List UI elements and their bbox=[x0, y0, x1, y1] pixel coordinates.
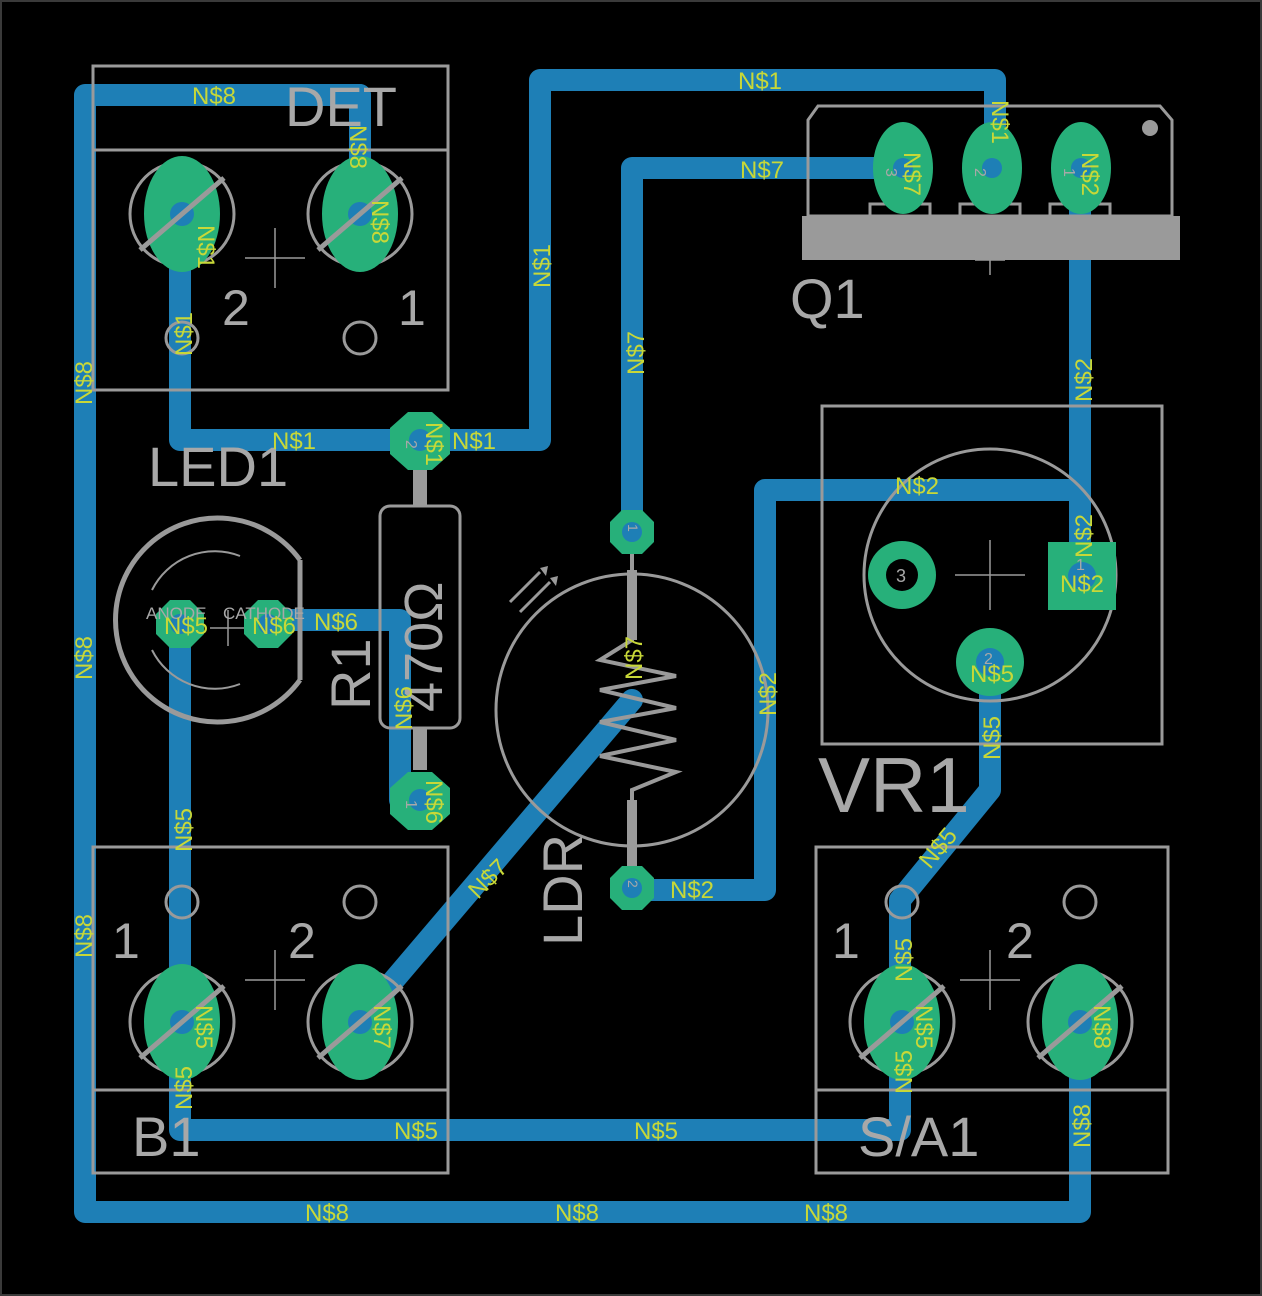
sa1-label: S/A1 bbox=[858, 1105, 979, 1168]
net-label-n2-vr1-right: N$2 bbox=[1071, 514, 1098, 558]
net-label-n1-top: N$1 bbox=[738, 68, 782, 95]
net-label-n7-vertical: N$7 bbox=[623, 331, 650, 375]
net-label-n8-bottom-1: N$8 bbox=[305, 1200, 349, 1227]
led1-cathode-net: N$6 bbox=[252, 613, 296, 640]
r1-pad1-net: N$6 bbox=[420, 780, 447, 824]
net-label-n2-q1: N$2 bbox=[1071, 358, 1098, 402]
net-label-n7-top: N$7 bbox=[740, 157, 784, 184]
vr1-pad2-net: N$5 bbox=[970, 661, 1014, 688]
vr1-pin2-label: 2 bbox=[984, 651, 993, 668]
q1-pin2-label: 2 bbox=[971, 168, 988, 177]
net-label-n2-vr1-top: N$2 bbox=[895, 473, 939, 500]
q1-pin1-label: 1 bbox=[1060, 168, 1077, 177]
net-label-n8-det: N$8 bbox=[344, 125, 371, 169]
b1-pad1-net: N$5 bbox=[190, 1005, 217, 1049]
net-label-n6-horizontal: N$6 bbox=[314, 609, 358, 636]
r1-pin1-label: 1 bbox=[402, 800, 419, 809]
net-label-n5-left: N$5 bbox=[171, 808, 198, 852]
led1-label: LED1 bbox=[148, 435, 288, 498]
component-b1: 1 2 B1 N$5 N$7 bbox=[91, 845, 450, 1175]
sa1-pin2-label: 2 bbox=[1006, 913, 1034, 969]
b1-label: B1 bbox=[132, 1105, 201, 1168]
vr1-pad1-net: N$2 bbox=[1060, 571, 1104, 598]
vr1-label: VR1 bbox=[818, 741, 970, 829]
net-label-n2-bottom: N$2 bbox=[670, 877, 714, 904]
net-labels: N$8 N$8 N$8 N$8 N$8 N$8 N$8 N$8 N$8 N$1 … bbox=[71, 68, 1098, 1227]
ldr-pin1-label: 1 bbox=[625, 524, 641, 532]
r1-value: 470Ω bbox=[394, 582, 454, 712]
b1-pin1-label: 1 bbox=[112, 913, 140, 969]
led1-anode-net: N$5 bbox=[164, 613, 208, 640]
q1-label: Q1 bbox=[790, 267, 865, 330]
q1-pin3-label: 3 bbox=[882, 168, 899, 177]
ldr-pin2-label: 2 bbox=[625, 880, 641, 888]
r1-pin2-label: 2 bbox=[402, 440, 419, 449]
det-pin1-label: 1 bbox=[398, 280, 426, 336]
vr1-pin1-label: 1 bbox=[1076, 557, 1085, 574]
net-label-n6-vertical: N$6 bbox=[391, 686, 418, 730]
vr1-pin3-label: 3 bbox=[896, 566, 906, 586]
net-label-n8-left-3: N$8 bbox=[71, 914, 98, 958]
net-label-n1-vertical: N$1 bbox=[529, 244, 556, 288]
net-label-n8-left-1: N$8 bbox=[71, 361, 98, 405]
net-label-n5-sa1-2: N$5 bbox=[891, 1050, 918, 1094]
net-label-n8-bottom-3: N$8 bbox=[804, 1200, 848, 1227]
trace-n7 bbox=[621, 157, 901, 541]
component-q1: Q1 3 2 1 N$7 N$1 N$2 bbox=[790, 100, 1180, 330]
component-ldr: LDR 1 2 bbox=[494, 510, 770, 946]
ldr-label: LDR bbox=[531, 834, 594, 946]
b1-pad2-net: N$7 bbox=[368, 1005, 395, 1049]
net-label-n2-vertical: N$2 bbox=[755, 672, 782, 716]
led1-anode-label: ANODE bbox=[146, 604, 206, 623]
net-label-n7-ldr: N$7 bbox=[621, 636, 648, 680]
led1-cathode-label: CATHODE bbox=[223, 604, 305, 623]
net-label-n8-left-2: N$8 bbox=[71, 636, 98, 680]
q1-pad1-net: N$2 bbox=[1076, 152, 1103, 196]
q1-pad3-net: N$7 bbox=[898, 152, 925, 196]
net-label-n1-bottom-2: N$1 bbox=[452, 428, 496, 455]
det-pad2-net: N$1 bbox=[192, 225, 219, 269]
net-label-n1-det: N$1 bbox=[171, 312, 198, 356]
component-r1: R1 470Ω 2 1 N$1 N$6 bbox=[319, 412, 462, 830]
det-pad1-net: N$8 bbox=[366, 200, 393, 244]
sa1-pin1-label: 1 bbox=[832, 913, 860, 969]
net-label-n8-top: N$8 bbox=[192, 83, 236, 110]
trace-n6 bbox=[257, 609, 411, 811]
net-label-n5-vr1: N$5 bbox=[979, 716, 1006, 760]
q1-pad2-net: N$1 bbox=[986, 100, 1013, 144]
trace-n1-det bbox=[169, 69, 1006, 451]
r1-label: R1 bbox=[319, 638, 382, 710]
net-label-n8-right: N$8 bbox=[1069, 1104, 1096, 1148]
net-label-n5-bottom-2: N$5 bbox=[634, 1118, 678, 1145]
net-label-n8-bottom-2: N$8 bbox=[555, 1200, 599, 1227]
det-label: DET bbox=[285, 75, 397, 138]
trace-n2-ldr bbox=[621, 479, 1091, 901]
component-det: DET 2 1 N$1 N$8 bbox=[91, 64, 450, 392]
component-led1: LED1 ANODE CATHODE N$5 N$6 bbox=[113, 435, 305, 725]
r1-pad2-net: N$1 bbox=[420, 422, 447, 466]
det-pin2-label: 2 bbox=[222, 280, 250, 336]
trace-n8 bbox=[74, 84, 1091, 1223]
net-label-n5-b1-pad: N$5 bbox=[171, 1066, 198, 1110]
trace-n7-b1 bbox=[349, 689, 643, 1031]
net-label-n1-bottom-1: N$1 bbox=[272, 428, 316, 455]
net-label-n5-bottom-1: N$5 bbox=[394, 1118, 438, 1145]
sa1-pad1-net: N$5 bbox=[910, 1005, 937, 1049]
component-sa1: 1 2 S/A1 N$5 N$8 bbox=[814, 845, 1170, 1175]
sa1-pad2-net: N$8 bbox=[1088, 1005, 1115, 1049]
component-vr1: VR1 3 1 2 N$2 N$5 bbox=[818, 404, 1164, 829]
net-label-n5-sa1-1: N$5 bbox=[891, 938, 918, 982]
b1-pin2-label: 2 bbox=[288, 913, 316, 969]
